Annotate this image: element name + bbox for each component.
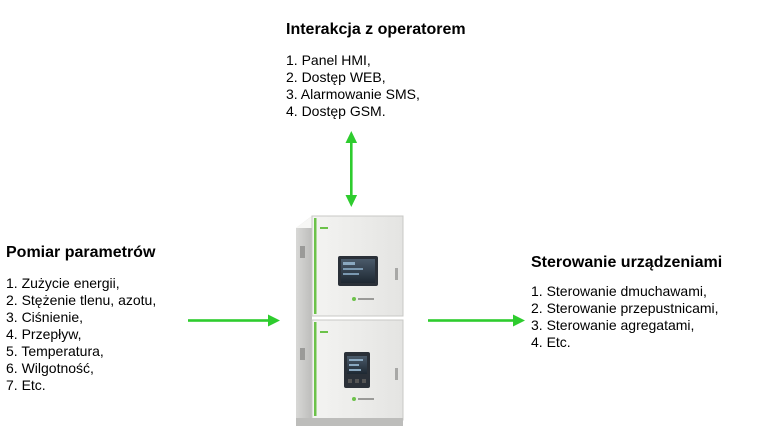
control-cabinet-icon xyxy=(296,215,404,426)
arrow-left-to-cabinet xyxy=(188,314,280,327)
list-item: 3. Ciśnienie, xyxy=(6,309,84,325)
arrow-vertical-bidirectional xyxy=(345,131,358,207)
list-item: 4. Etc. xyxy=(531,334,571,350)
operator-interaction-block: Interakcja z operatorem 1. Panel HMI, 2.… xyxy=(286,21,466,120)
list-item: 4. Przepływ, xyxy=(6,326,82,342)
list-item: 3. Alarmowanie SMS, xyxy=(286,86,420,102)
list-item: 1. Zużycie energii, xyxy=(6,275,120,291)
meter-display-icon xyxy=(344,352,374,401)
list-item: 2. Stężenie tlenu, azotu, xyxy=(6,292,157,308)
list-item: 2. Sterowanie przepustnicami, xyxy=(531,300,719,316)
list-item: 1. Sterowanie dmuchawami, xyxy=(531,283,707,299)
parameter-measurement-block: Pomiar parametrów 1. Zużycie energii, 2.… xyxy=(6,244,156,394)
list-item: 7. Etc. xyxy=(6,377,46,393)
arrow-cabinet-to-right xyxy=(428,314,525,327)
list-item: 6. Wilgotność, xyxy=(6,360,94,376)
list-item: 1. Panel HMI, xyxy=(286,52,371,68)
hmi-screen-icon xyxy=(338,256,378,301)
device-control-block: Sterowanie urządzeniami 1. Sterowanie dm… xyxy=(531,254,722,351)
device-control-title: Sterowanie urządzeniami xyxy=(531,254,723,271)
device-control-list: 1. Sterowanie dmuchawami, 2. Sterowanie … xyxy=(531,283,722,351)
list-item: 3. Sterowanie agregatami, xyxy=(531,317,695,333)
list-item: 5. Temperatura, xyxy=(6,343,104,359)
parameter-measurement-title: Pomiar parametrów xyxy=(6,244,156,261)
list-item: 4. Dostęp GSM. xyxy=(286,103,386,119)
list-item: 2. Dostęp WEB, xyxy=(286,69,386,85)
parameter-measurement-list: 1. Zużycie energii, 2. Stężenie tlenu, a… xyxy=(6,275,156,394)
operator-interaction-title: Interakcja z operatorem xyxy=(286,21,466,38)
operator-interaction-list: 1. Panel HMI, 2. Dostęp WEB, 3. Alarmowa… xyxy=(286,52,466,120)
